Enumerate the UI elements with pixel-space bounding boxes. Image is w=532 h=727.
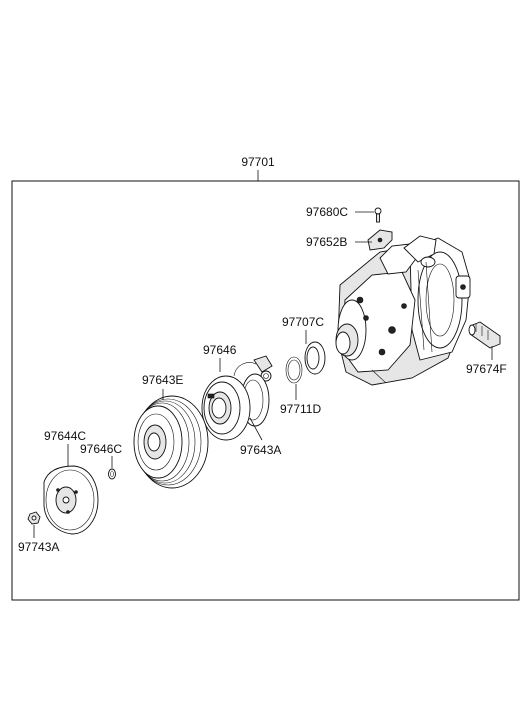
label-97707C[interactable]: 97707C <box>282 315 324 329</box>
label-97646[interactable]: 97646 <box>203 343 237 357</box>
part-97652B-bracket[interactable] <box>367 229 393 251</box>
label-97644C[interactable]: 97644C <box>44 429 86 443</box>
part-97743A-bolt[interactable] <box>27 511 41 525</box>
part-97680C-bolt[interactable] <box>374 207 382 223</box>
part-97643A-coil[interactable] <box>201 375 251 441</box>
label-97711D[interactable]: 97711D <box>280 402 321 416</box>
part-97707C-seal[interactable] <box>304 341 326 375</box>
part-97674F-switch[interactable] <box>468 321 501 349</box>
label-97674F[interactable]: 97674F <box>466 362 507 376</box>
label-assembly[interactable]: 97701 <box>241 155 275 169</box>
label-97743A[interactable]: 97743A <box>18 540 59 554</box>
compressor-body[interactable] <box>335 235 471 386</box>
part-97646C-shim[interactable] <box>108 468 116 480</box>
label-97643A[interactable]: 97643A <box>240 443 281 457</box>
label-97643E[interactable]: 97643E <box>142 373 183 387</box>
part-97643E-pulley[interactable] <box>133 395 209 489</box>
part-97644C-disc[interactable] <box>43 465 99 535</box>
assembly-frame <box>11 180 520 601</box>
label-97680C[interactable]: 97680C <box>306 205 348 219</box>
part-97711D-snapring[interactable] <box>285 356 303 384</box>
label-97646C[interactable]: 97646C <box>80 442 122 456</box>
label-97652B[interactable]: 97652B <box>306 235 347 249</box>
